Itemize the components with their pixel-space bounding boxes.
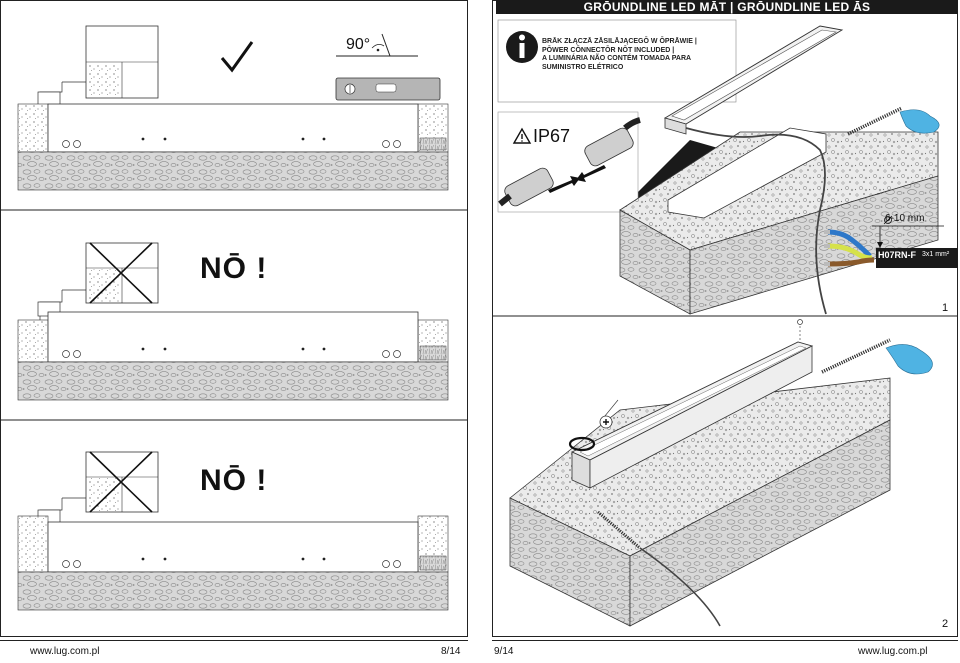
- panel2-wrong-install: [17, 242, 449, 401]
- cross-icon: [89, 451, 153, 513]
- cable-diagram-icon: [824, 215, 958, 268]
- footer-url[interactable]: www.lug.com.pl: [30, 646, 100, 657]
- info-notice: BRĀK ZŁĄCZĀ ZĀSILĀJĄCEGŌ W ŌPRĀWIE | PŌW…: [542, 38, 742, 72]
- page-title: GRŌUNDLINE LED MĀT | GRŌUNDLINE LED ĀS: [496, 0, 958, 14]
- connector-icon: [498, 117, 641, 207]
- info-line: SUMINISTRO ELÉTRICO: [542, 63, 624, 71]
- info-line: A LUMINÁRIA NÃO CONTÉM TOMADA PARA: [542, 55, 692, 63]
- panel1-correct-install: [17, 25, 449, 191]
- check-icon: [220, 41, 254, 73]
- screw-plus-icon: [603, 419, 609, 425]
- step-number: 1: [942, 302, 949, 314]
- arrow-right-icon: [548, 176, 580, 193]
- angle-label: 90°: [346, 36, 371, 53]
- footer-url[interactable]: www.lug.com.pl: [858, 646, 928, 657]
- info-line: PŌWER CŌNNECTŌR NŌT INCLUDED |: [542, 46, 675, 54]
- cable-type-label: H07RN-F: [878, 250, 917, 260]
- ip-rating-label: IP67: [533, 126, 571, 146]
- cable-spec-label: 3x1 mm²: [922, 251, 950, 258]
- step-number: 2: [942, 618, 949, 630]
- page-number: 8/14: [441, 646, 461, 657]
- wrong-install-label: NŌ !: [200, 464, 268, 497]
- cross-icon: [89, 242, 153, 304]
- rotate-arrow-icon: [568, 436, 596, 452]
- step1-illustration: [497, 19, 958, 315]
- page-number: 9/14: [494, 646, 514, 657]
- info-line: BRĀK ZŁĄCZĀ ZĀSILĀJĄCEGŌ W ŌPRĀWIE |: [542, 38, 697, 45]
- arrow-left-icon: [576, 165, 606, 182]
- step2-illustration: [509, 319, 933, 627]
- cable-diameter-label: 6-10 mm: [885, 213, 925, 224]
- wrong-install-label: NŌ !: [200, 252, 268, 285]
- panel3-wrong-install: [17, 451, 449, 611]
